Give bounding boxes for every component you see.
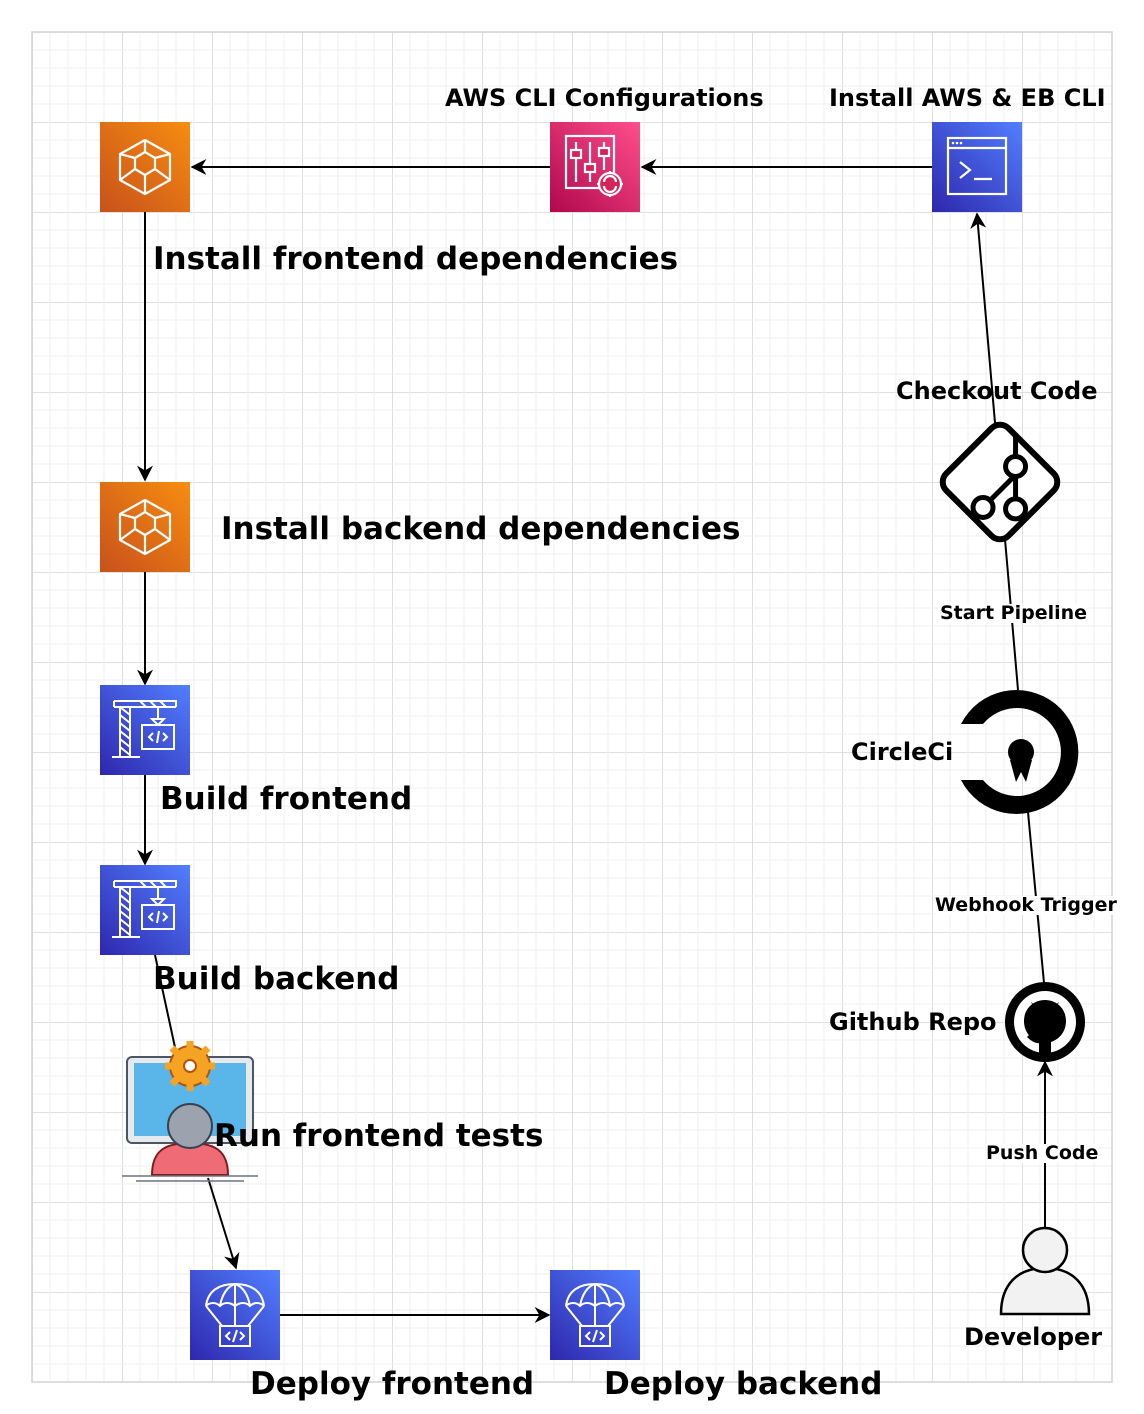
edge-label-start-pipeline: Start Pipeline — [940, 602, 1088, 624]
label-build-frontend: Build frontend — [160, 781, 413, 817]
circleci-logo-icon — [961, 689, 1079, 814]
label-aws-cli-configurations: AWS CLI Configurations — [445, 84, 764, 112]
label-install-frontend-dependencies: Install frontend dependencies — [153, 241, 679, 277]
label-install-aws-eb-cli: Install AWS & EB CLI — [829, 84, 1106, 112]
label-checkout-code: Checkout Code — [896, 377, 1098, 405]
edge-label-push-code: Push Code — [986, 1142, 1099, 1164]
build-crane-icon — [100, 865, 190, 955]
label-build-backend: Build backend — [153, 961, 400, 997]
edge-label-webhook-trigger: Webhook Trigger — [935, 894, 1117, 916]
dependencies-cube-icon — [100, 482, 190, 572]
dependencies-cube-icon — [100, 122, 190, 212]
label-developer: Developer — [964, 1323, 1103, 1351]
label-circleci: CircleCi — [851, 738, 954, 766]
tester-workstation-icon — [122, 1041, 258, 1182]
terminal-icon — [932, 122, 1022, 212]
github-logo-icon — [1005, 982, 1085, 1062]
config-sliders-icon — [550, 122, 640, 212]
user-icon — [999, 1226, 1091, 1316]
label-deploy-frontend: Deploy frontend — [250, 1366, 535, 1402]
git-icon — [939, 421, 1061, 543]
deploy-parachute-icon — [190, 1270, 280, 1360]
edge-tests-to-deploy-frontend — [207, 1177, 240, 1270]
label-deploy-backend: Deploy backend — [604, 1366, 883, 1402]
label-install-backend-dependencies: Install backend dependencies — [221, 511, 741, 547]
grid-background — [31, 31, 1113, 1383]
build-crane-icon — [100, 685, 190, 775]
label-run-frontend-tests: Run frontend tests — [214, 1118, 544, 1154]
label-github-repo: Github Repo — [829, 1008, 997, 1036]
deploy-parachute-icon — [550, 1270, 640, 1360]
edge-build-backend-to-tests — [154, 954, 177, 1053]
